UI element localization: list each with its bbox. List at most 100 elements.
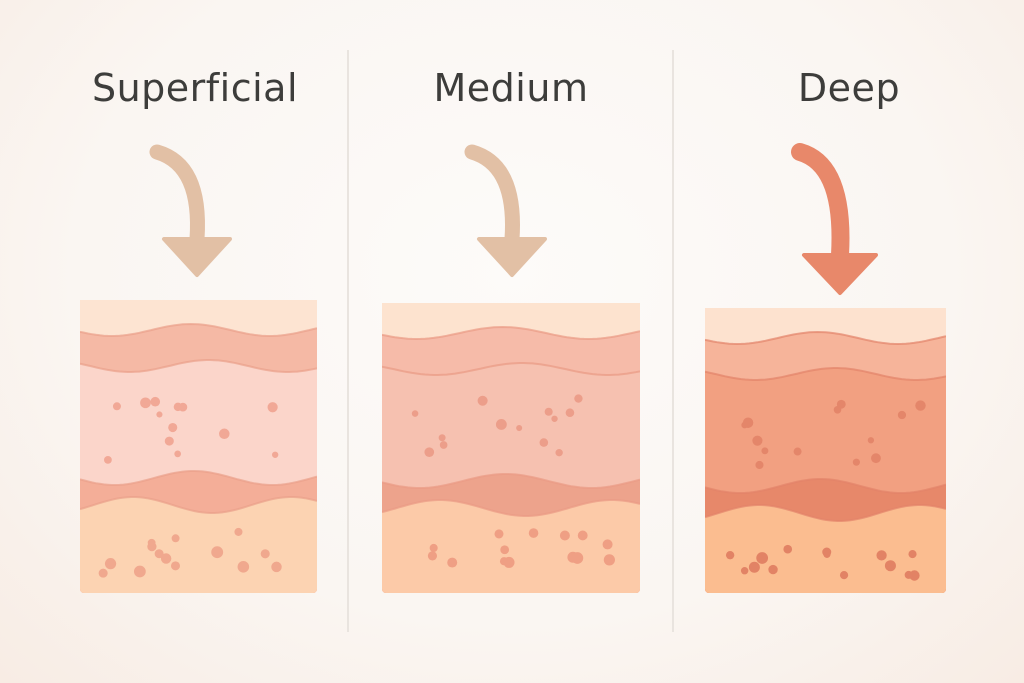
fat-cell-dot: [884, 560, 896, 572]
fat-cell-dot: [447, 557, 458, 568]
layer-boundary-line: [705, 330, 946, 346]
fat-cell-dot: [528, 528, 539, 538]
subcutaneous-fat-layer: [382, 500, 640, 593]
panel-medium: Medium: [350, 0, 672, 683]
layer-boundary-line: [382, 325, 640, 341]
fat-cell-dot: [160, 553, 172, 564]
fat-cell-dot: [577, 530, 588, 541]
divider-left: [347, 50, 349, 632]
dermis-cell-dot: [897, 410, 907, 420]
fat-cell-dot: [783, 544, 793, 554]
dermis-cell-dot: [755, 460, 764, 470]
dermis-cell-dot: [104, 455, 112, 464]
fat-cell-dot: [171, 534, 180, 543]
fat-cell-dot: [500, 545, 510, 555]
dermis-cell-dot: [112, 402, 121, 411]
dermis-cell-dot: [424, 447, 435, 457]
dermis-cell-dot: [516, 425, 523, 432]
layer-boundary-line: [382, 473, 640, 489]
layer-boundary-line: [705, 367, 946, 381]
layers: [80, 300, 317, 593]
fat-cell-dot: [211, 546, 224, 559]
arrow-head-icon: [802, 253, 878, 295]
layer-boundary-line: [382, 362, 640, 376]
dermis-cell-dot: [156, 411, 163, 418]
panel-title: Deep: [797, 66, 901, 110]
skin-diagram: [705, 143, 946, 593]
fat-cell-dot: [725, 550, 735, 560]
dermis-cell-dot: [761, 447, 769, 455]
dermis-cell-dot: [544, 407, 553, 416]
fat-cell-dot: [740, 567, 749, 575]
fat-cell-dot: [876, 550, 887, 561]
skin-diagram: [80, 144, 317, 593]
layer-boundary-line: [382, 499, 640, 517]
dermis-cell-dot: [150, 396, 161, 407]
fat-cell-dot: [839, 571, 849, 580]
fat-cell-dot: [603, 554, 615, 566]
fat-cell-dot: [904, 570, 913, 579]
skin-diagram: [382, 144, 640, 593]
fat-cell-dot: [154, 549, 164, 559]
arrow-head-icon: [477, 237, 547, 277]
curved-arrow-shaft: [464, 144, 520, 247]
fat-cell-dot: [234, 527, 243, 536]
dermis-cell-dot: [555, 449, 563, 457]
dermis-cell-dot: [267, 402, 278, 413]
dermis-cell-dot: [411, 410, 419, 417]
fat-cell-dot: [748, 561, 760, 573]
layers: [382, 303, 640, 593]
curved-arrow-shaft: [149, 144, 205, 247]
layer-boundary-line: [705, 478, 946, 494]
curved-arrow-shaft: [791, 143, 850, 264]
dermis-cell-dot: [793, 447, 802, 456]
dermis-cell-dot: [168, 422, 178, 433]
fat-cell-dot: [271, 561, 282, 573]
dermis-cell-dot: [219, 428, 230, 440]
divider-right: [672, 50, 674, 632]
panel-superficial: Superficial: [40, 0, 350, 683]
fat-cell-dot: [104, 558, 117, 570]
panel-title: Superficial: [91, 66, 299, 110]
dermis-cell-dot: [915, 400, 926, 411]
layer-boundary-line: [705, 504, 946, 522]
arrow-head-icon: [162, 237, 232, 277]
dermis-cell-dot: [565, 408, 575, 418]
fat-cell-dot: [494, 529, 504, 539]
layer-boundary-line: [80, 470, 317, 486]
dermis-cell-dot: [495, 419, 507, 430]
dermis-cell-dot: [551, 415, 558, 422]
panel-deep: Deep: [674, 0, 1024, 683]
layer-boundary-line: [80, 496, 317, 514]
dermis-cell-dot: [178, 402, 188, 412]
fat-cell-dot: [170, 561, 180, 571]
fat-cell-dot: [908, 550, 917, 559]
fat-cell-dot: [429, 543, 438, 553]
dermis-cell-dot: [438, 434, 446, 442]
fat-cell-dot: [147, 538, 156, 547]
dermis-cell-dot: [477, 395, 488, 406]
fat-cell-dot: [559, 530, 570, 541]
fat-cell-dot: [756, 552, 769, 564]
fat-cell-dot: [571, 552, 584, 564]
fat-cell-dot: [499, 557, 509, 566]
fat-cell-dot: [98, 568, 108, 578]
dermis-cell-dot: [164, 436, 174, 446]
dermis-cell-dot: [439, 441, 448, 449]
fat-cell-dot: [427, 551, 438, 561]
dermis-cell-dot: [574, 394, 583, 403]
fat-cell-dot: [823, 550, 831, 558]
dermis-cell-dot: [741, 421, 748, 429]
layer-boundary-line: [80, 359, 317, 373]
fat-cell-dot: [768, 564, 778, 575]
fat-cell-dot: [133, 565, 146, 578]
fat-cell-dot: [237, 561, 250, 573]
dermis-cell-dot: [271, 451, 279, 458]
panel-title: Medium: [433, 66, 589, 110]
fat-cell-dot: [260, 549, 270, 559]
dermis-cell-dot: [852, 458, 860, 466]
dermis-cell-dot: [836, 399, 846, 409]
layers: [705, 308, 946, 593]
layer-boundary-line: [80, 322, 317, 338]
dermis-cell-dot: [871, 453, 881, 464]
